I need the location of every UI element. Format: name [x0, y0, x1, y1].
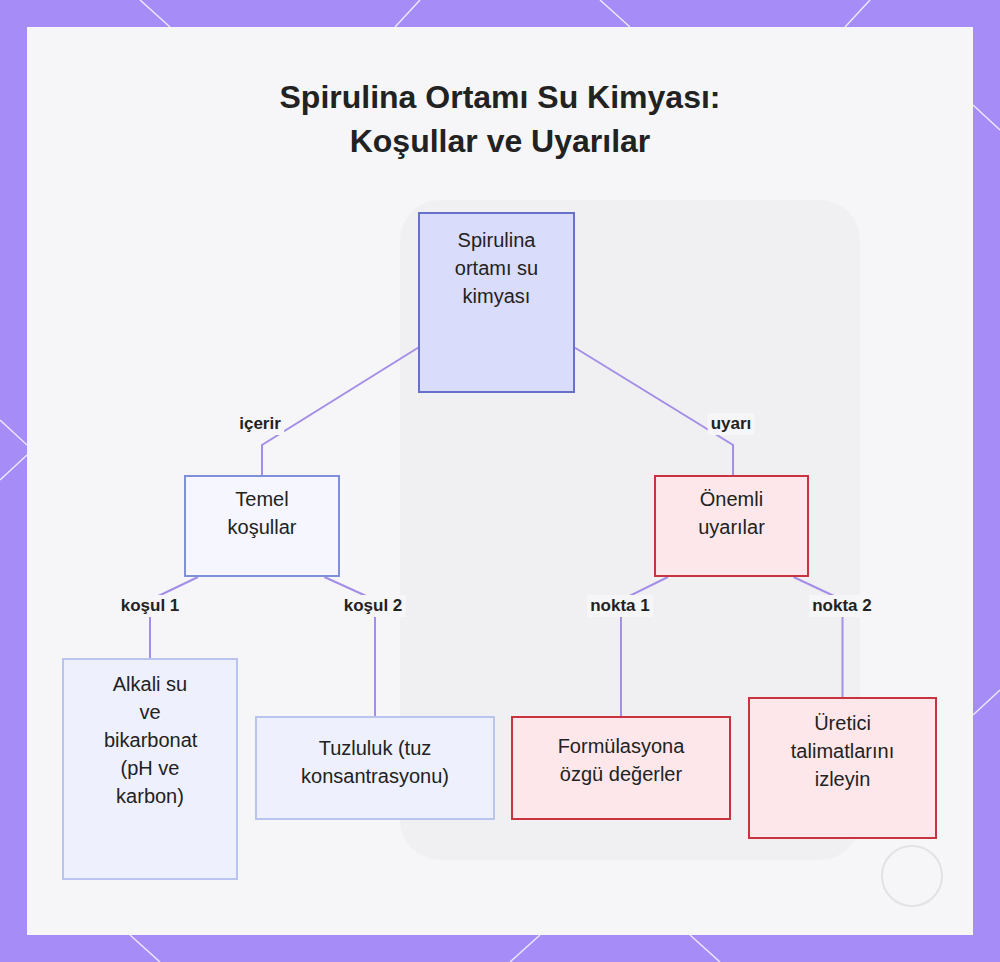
node-label: Üretici talimatlarını izleyin — [780, 709, 905, 793]
connector-line — [262, 348, 418, 475]
node-label: Formülasyona özgü değerler — [543, 732, 699, 788]
edge-label: uyarı — [708, 413, 755, 435]
edge-label: koşul 1 — [118, 595, 183, 617]
process-box: Önemli uyarılar — [654, 475, 809, 577]
node-label: Alkali su ve bikarbonat (pH ve karbon) — [104, 670, 196, 810]
process-box: Tuzluluk (tuz konsantrasyonu) — [255, 716, 495, 820]
node-label: Spirulina ortamı su kimyası — [445, 226, 548, 310]
process-box: Spirulina ortamı su kimyası — [418, 212, 575, 393]
content-panel — [27, 27, 973, 935]
connector-line — [150, 577, 198, 658]
connector-line — [575, 348, 733, 475]
edge-label: nokta 2 — [809, 595, 875, 617]
process-box: Üretici talimatlarını izleyin — [748, 697, 937, 839]
edge-label: içerir — [236, 413, 284, 435]
corner-badge — [882, 846, 942, 906]
node-label: Temel koşullar — [211, 485, 313, 541]
process-box: Alkali su ve bikarbonat (pH ve karbon) — [62, 658, 238, 880]
node-label: Tuzluluk (tuz konsantrasyonu) — [277, 734, 473, 790]
edge-label: koşul 2 — [341, 595, 406, 617]
edge-label: nokta 1 — [587, 595, 653, 617]
process-box: Temel koşullar — [184, 475, 340, 577]
node-label: Önemli uyarılar — [681, 485, 782, 541]
process-box: Formülasyona özgü değerler — [511, 716, 731, 820]
diagram-title: Spirulina Ortamı Su Kimyası: Koşullar ve… — [240, 75, 760, 163]
